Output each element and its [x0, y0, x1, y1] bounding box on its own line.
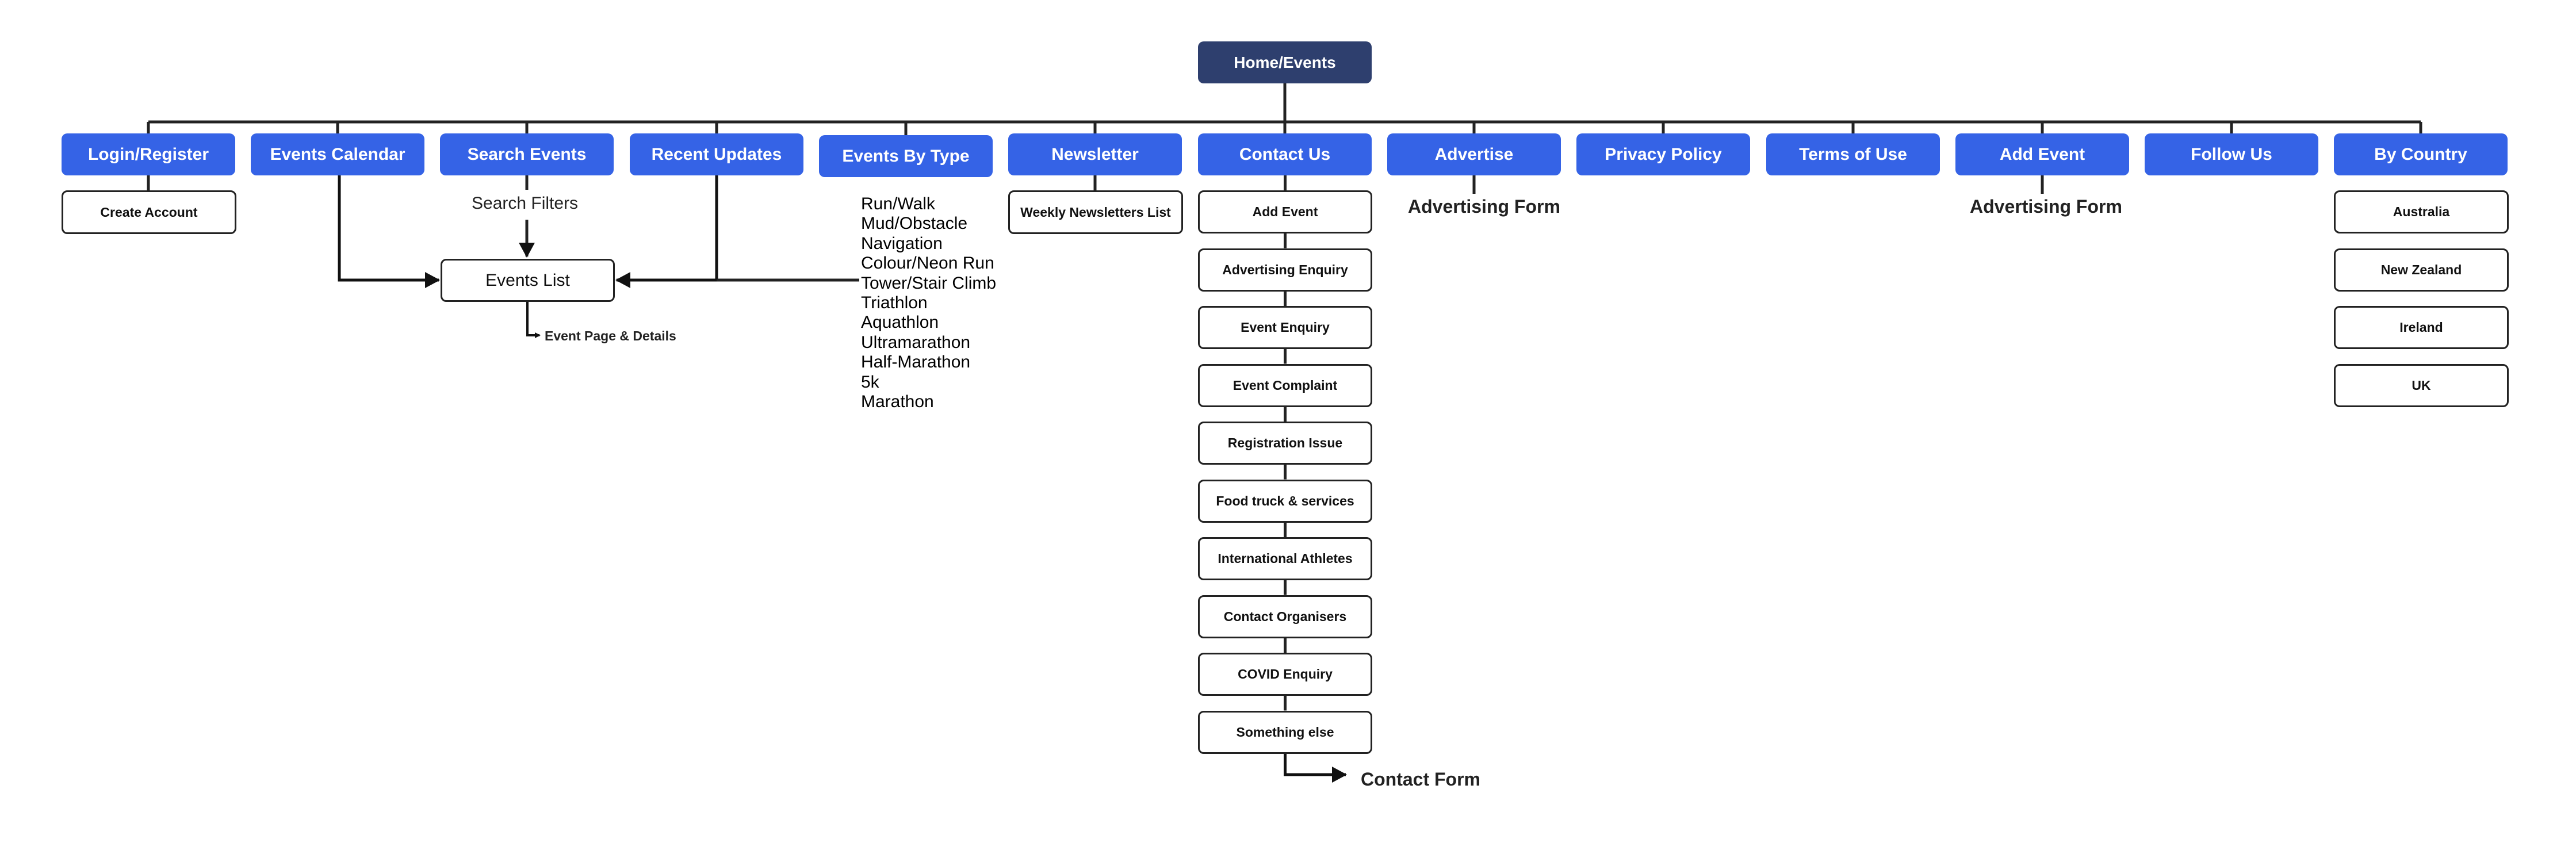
contact-item-advertising-enquiry: Advertising Enquiry: [1198, 248, 1372, 292]
add-event-form-label: Advertising Form: [1970, 196, 2122, 217]
country-ireland: Ireland: [2334, 306, 2509, 349]
contact-form-label: Contact Form: [1361, 769, 1480, 790]
event-type-run-walk: Run/Walk: [861, 194, 935, 213]
event-type-tower-stair-climb: Tower/Stair Climb: [861, 273, 997, 293]
contact-item-international-athletes: International Athletes: [1198, 537, 1372, 580]
country-uk: UK: [2334, 363, 2509, 407]
contact-item-event-complaint: Event Complaint: [1198, 363, 1372, 407]
recent-events-list-arrow: [615, 175, 718, 288]
calendar-events-list-arrow: [338, 175, 440, 288]
event-type-triathlon: Triathlon: [861, 293, 928, 313]
contact-form-arrow: [1284, 753, 1347, 783]
category-advertise: Advertise: [1387, 133, 1561, 175]
category-add-event: Add Event: [1955, 133, 2129, 175]
contact-item-registration-issue: Registration Issue: [1198, 422, 1372, 465]
event-type-ultramarathon: Ultramarathon: [861, 332, 971, 352]
category-recent-updates: Recent Updates: [630, 133, 803, 175]
category-by-country: By Country: [2334, 133, 2508, 175]
category-events-calendar: Events Calendar: [251, 133, 424, 175]
event-type-colour-neon-run: Colour/Neon Run: [861, 254, 994, 273]
category-search-events: Search Events: [440, 133, 614, 175]
event-type-5k: 5k: [861, 372, 879, 392]
category-follow-us: Follow Us: [2145, 133, 2318, 175]
category-privacy-policy: Privacy Policy: [1576, 133, 1750, 175]
events-list-detail-arrow: [526, 302, 541, 338]
contact-item-covid-enquiry: COVID Enquiry: [1198, 653, 1372, 696]
event-page-details-label: Event Page & Details: [545, 328, 676, 343]
advertise-form-label: Advertising Form: [1408, 196, 1560, 217]
event-type-half-marathon: Half-Marathon: [861, 353, 971, 372]
event-type-aquathlon: Aquathlon: [861, 313, 939, 332]
country-new-zealand: New Zealand: [2334, 248, 2509, 292]
category-newsletter: Newsletter: [1008, 133, 1182, 175]
contact-item-contact-organisers: Contact Organisers: [1198, 595, 1372, 638]
home-events-node: Home/Events: [1198, 41, 1372, 83]
search-filters-label: Search Filters: [472, 194, 579, 213]
events-list-node: Events List: [441, 259, 615, 302]
create-account-node: Create Account: [62, 190, 236, 234]
contact-item-food-truck-and-services: Food truck & services: [1198, 479, 1372, 523]
event-type-mud-obstacle: Mud/Obstacle: [861, 214, 968, 233]
contact-item-add-event: Add Event: [1198, 190, 1372, 233]
country-australia: Australia: [2334, 190, 2509, 233]
category-events-by-type: Events By Type: [819, 135, 993, 177]
category-login-register: Login/Register: [62, 133, 235, 175]
contact-item-something-else: Something else: [1198, 710, 1372, 754]
category-contact-us: Contact Us: [1198, 133, 1372, 175]
weekly-newsletters-node: Weekly Newsletters List: [1008, 190, 1183, 234]
event-type-marathon: Marathon: [861, 392, 934, 412]
contact-item-event-enquiry: Event Enquiry: [1198, 306, 1372, 349]
category-terms-of-use: Terms of Use: [1766, 133, 1940, 175]
event-type-navigation: Navigation: [861, 233, 943, 253]
